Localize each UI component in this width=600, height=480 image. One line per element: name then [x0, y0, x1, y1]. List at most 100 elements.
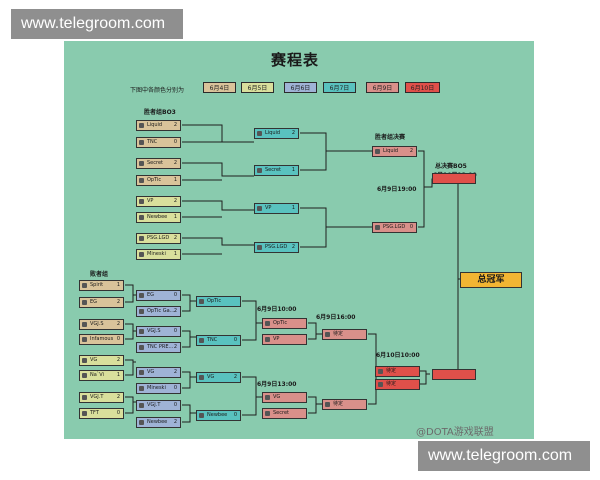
team-name: OpTic [273, 320, 288, 326]
team-logo-icon [139, 215, 144, 220]
team-name: Liquid [265, 130, 281, 136]
team-score: 2 [173, 122, 177, 128]
team-name: VGJ.S [90, 321, 104, 327]
match-slot: VGJ.S 2 [79, 319, 124, 330]
team-logo-icon [139, 140, 144, 145]
team-logo-icon [82, 373, 87, 378]
team-name: Spirit [90, 282, 104, 288]
team-name: Mineski [147, 385, 166, 391]
team-name: OpTic Ga... [147, 308, 175, 314]
team-score: 0 [233, 412, 237, 418]
team-name: TNC PRE... [147, 344, 174, 350]
team-name: TNC [147, 139, 158, 145]
team-score: 2 [173, 419, 177, 425]
team-name: PSG.LGD [383, 224, 406, 230]
grand-final-slot [432, 369, 476, 380]
team-name: PSG.LGD [147, 235, 170, 241]
legend-date-jun9: 6月9日 [366, 82, 399, 93]
team-score: 1 [291, 167, 295, 173]
team-logo-icon [139, 236, 144, 241]
team-logo-icon [139, 199, 144, 204]
team-name: 待定 [333, 331, 344, 337]
team-logo-icon [82, 411, 87, 416]
match-slot: OpTic 1 [136, 175, 181, 186]
watermark-bottom: www.telegroom.com [418, 441, 590, 471]
winners-final-time: 6月9日19:00 [377, 186, 417, 193]
team-name: 待定 [386, 368, 397, 374]
team-name: OpTic [207, 298, 222, 304]
team-score: 0 [116, 410, 120, 416]
match-slot: Secret [262, 408, 307, 419]
team-logo-icon [82, 395, 87, 400]
team-logo-icon [257, 168, 262, 173]
team-name: Newbee [147, 419, 168, 425]
team-score: 1 [173, 214, 177, 220]
match-slot: TFT 0 [79, 408, 124, 419]
team-logo-icon [375, 225, 380, 230]
legend-prefix: 下图中各颜色分别为 [130, 87, 185, 94]
team-name: VG [90, 357, 98, 363]
team-score: 1 [173, 177, 177, 183]
team-logo-icon [82, 283, 87, 288]
team-logo-icon [139, 386, 144, 391]
bracket-board: 赛程表 下图中各颜色分别为 6月4日 6月5日 6月6日 6月7日 6月9日 6… [64, 41, 534, 439]
team-logo-icon [82, 358, 87, 363]
watermark-top: www.telegroom.com [11, 9, 183, 39]
team-score: 2 [173, 160, 177, 166]
match-slot: OpTic [262, 318, 307, 329]
match-slot: 待定 [322, 329, 367, 340]
team-logo-icon [139, 309, 144, 314]
team-score: 1 [291, 205, 295, 211]
legend-date-jun4: 6月4日 [203, 82, 236, 93]
legend-date-jun7: 6月7日 [323, 82, 356, 93]
team-name: TNC [207, 337, 218, 343]
match-slot: Secret 1 [254, 165, 299, 176]
team-logo-icon [139, 252, 144, 257]
team-score: 2 [116, 321, 120, 327]
team-name: VGJ.T [90, 394, 104, 400]
match-slot: TNC PRE...2 [136, 342, 181, 353]
team-name: Mineski [147, 251, 166, 257]
legend-date-jun6: 6月6日 [284, 82, 317, 93]
legend-date-jun10: 6月10日 [405, 82, 440, 93]
team-logo-icon [199, 338, 204, 343]
losers-label: 败者组 [90, 271, 109, 278]
match-slot: 待定 [375, 379, 420, 390]
team-name: TFT [90, 410, 99, 416]
team-score: 2 [173, 369, 177, 375]
team-logo-icon [378, 369, 383, 374]
team-logo-icon [139, 329, 144, 334]
team-score: 2 [291, 130, 295, 136]
team-score: 2 [409, 148, 413, 154]
team-logo-icon [378, 382, 383, 387]
team-name: Newbee [207, 412, 228, 418]
losers-r3-time-b: 6月9日13:00 [257, 381, 297, 388]
team-name: 待定 [386, 381, 397, 387]
team-logo-icon [375, 149, 380, 154]
team-name: Secret [273, 410, 289, 416]
team-logo-icon [139, 403, 144, 408]
team-name: VGJ.S [147, 328, 161, 334]
team-name: Secret [265, 167, 281, 173]
team-score: 2 [233, 374, 237, 380]
team-logo-icon [325, 332, 330, 337]
team-logo-icon [265, 411, 270, 416]
winners-final-label: 胜者组决赛 [375, 134, 406, 141]
match-slot: Newbee 2 [136, 417, 181, 428]
team-name: OpTic [147, 177, 162, 183]
team-score: 2 [173, 198, 177, 204]
team-name: PSG.LGD [265, 244, 288, 250]
team-score: 2 [291, 244, 295, 250]
team-name: Na`Vi [90, 372, 105, 378]
